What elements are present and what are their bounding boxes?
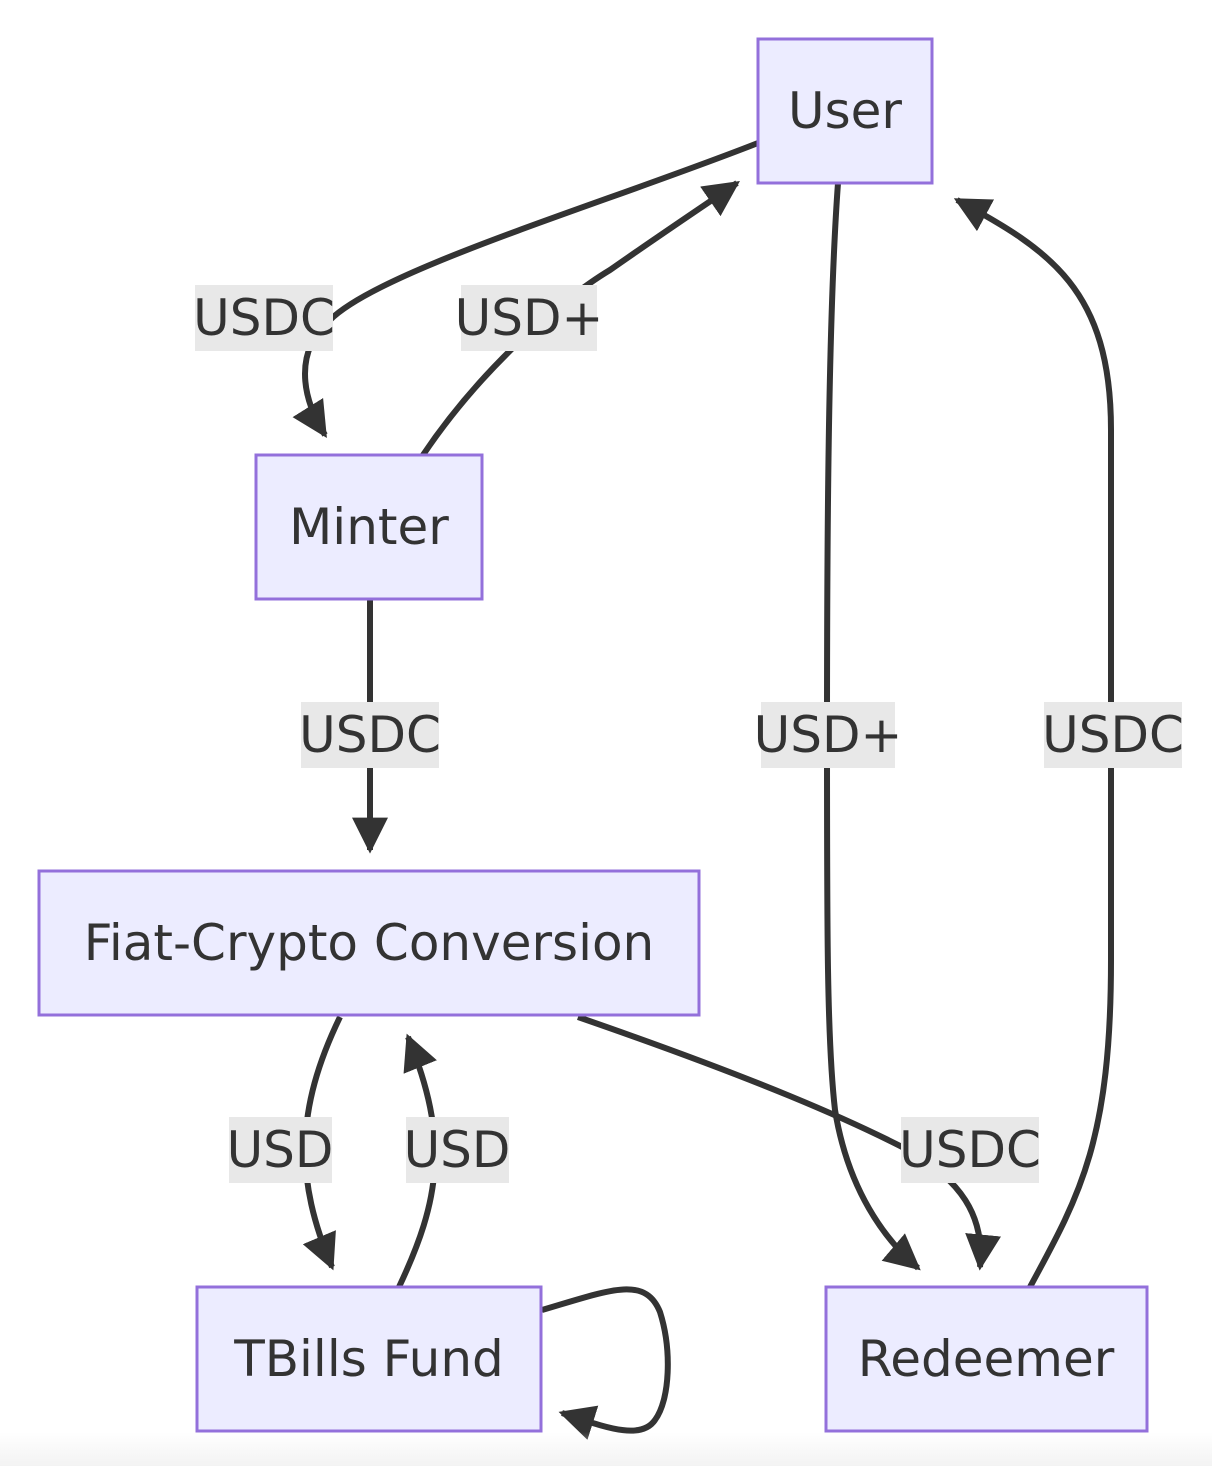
svg-text:Fiat-Crypto Conversion: Fiat-Crypto Conversion [84,914,655,972]
svg-text:USDC: USDC [299,706,441,764]
svg-text:Minter: Minter [289,498,449,556]
edge-label-user-to-minter: USDC [193,285,335,351]
edge-label-redeemer-to-user: USDC [1042,702,1184,768]
node-user: User [756,37,934,185]
edge-label-tbills-to-conversion: USD [404,1117,511,1183]
node-tbills-fund: TBills Fund [195,1285,543,1433]
svg-text:USD+: USD+ [455,289,604,347]
svg-text:USDC: USDC [1042,706,1184,764]
svg-text:USD+: USD+ [754,706,903,764]
edge-label-conversion-to-tbills: USD [227,1117,334,1183]
bottom-shade [0,1432,1212,1466]
edge-tbills-self-loop [541,1286,671,1440]
edge-label-minter-to-user: USD+ [455,285,604,351]
svg-text:USD: USD [404,1121,511,1179]
svg-text:Redeemer: Redeemer [858,1330,1115,1388]
svg-text:USDC: USDC [899,1121,1041,1179]
edge-label-minter-to-conversion: USDC [299,702,441,768]
edge-user-to-redeemer [823,182,921,1271]
edge-label-user-to-redeemer: USD+ [754,702,903,768]
svg-text:USD: USD [227,1121,334,1179]
edge-minter-to-user [420,180,740,457]
svg-text:USDC: USDC [193,289,335,347]
edge-conversion-to-redeemer [577,1014,1002,1271]
node-fiat-crypto-conversion: Fiat-Crypto Conversion [37,869,701,1017]
edge-user-to-minter [292,140,760,439]
node-redeemer: Redeemer [824,1285,1149,1433]
svg-text:User: User [788,82,902,140]
svg-text:TBills Fund: TBills Fund [233,1330,504,1388]
node-minter: Minter [254,453,484,601]
edge-label-conversion-to-redeemer: USDC [899,1117,1041,1183]
